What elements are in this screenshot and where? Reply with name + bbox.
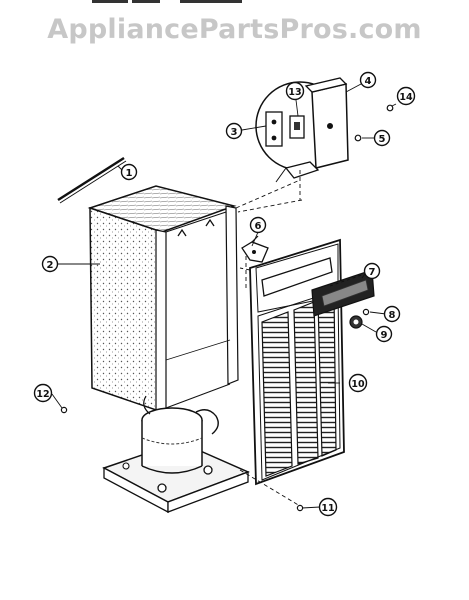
svg-text:13: 13 (288, 87, 301, 98)
top-rule-segment (92, 0, 128, 3)
screw-part-8 (362, 308, 370, 316)
callout-3: 3 (225, 122, 243, 140)
callout-2: 2 (41, 255, 59, 273)
screw-part-12 (60, 406, 68, 414)
callout-1: 1 (120, 163, 138, 181)
svg-text:4: 4 (365, 76, 372, 87)
assembly-guide-lines (235, 170, 303, 507)
svg-text:2: 2 (47, 260, 54, 271)
trim-strip-part-1 (57, 156, 127, 204)
callout-4: 4 (359, 71, 377, 89)
control-knob-part-9 (349, 315, 363, 329)
callout-6: 6 (249, 216, 267, 234)
svg-text:9: 9 (381, 330, 388, 341)
top-rule-segment (180, 0, 242, 3)
svg-text:14: 14 (399, 92, 413, 103)
screw-part-14 (386, 104, 394, 112)
callout-5: 5 (373, 129, 391, 147)
callout-9: 9 (375, 325, 393, 343)
bracket-part-6 (241, 235, 269, 263)
screw-part-5 (354, 134, 362, 142)
callout-8: 8 (383, 305, 401, 323)
svg-text:7: 7 (369, 267, 376, 278)
cabinet-part-2 (87, 185, 239, 415)
callout-7: 7 (363, 262, 381, 280)
top-rule-segment (132, 0, 160, 3)
svg-text:10: 10 (351, 379, 365, 390)
watermark: AppliancePartsPros.com (47, 14, 422, 45)
nameplate-part-7 (311, 269, 377, 317)
callout-11: 11 (318, 497, 338, 517)
svg-text:5: 5 (379, 134, 386, 145)
svg-text:11: 11 (321, 503, 334, 514)
svg-text:12: 12 (36, 389, 49, 400)
screw-part-11 (296, 504, 304, 512)
callout-13: 13 (285, 81, 305, 101)
callout-12: 12 (33, 383, 53, 403)
callout-14: 14 (396, 86, 416, 106)
front-grille-part-10 (249, 238, 345, 486)
callout-10: 10 (348, 373, 368, 393)
svg-text:8: 8 (389, 310, 396, 321)
svg-text:6: 6 (255, 221, 262, 232)
svg-text:1: 1 (126, 168, 133, 179)
base-pan-with-compressor (102, 395, 250, 514)
svg-text:3: 3 (231, 127, 238, 138)
